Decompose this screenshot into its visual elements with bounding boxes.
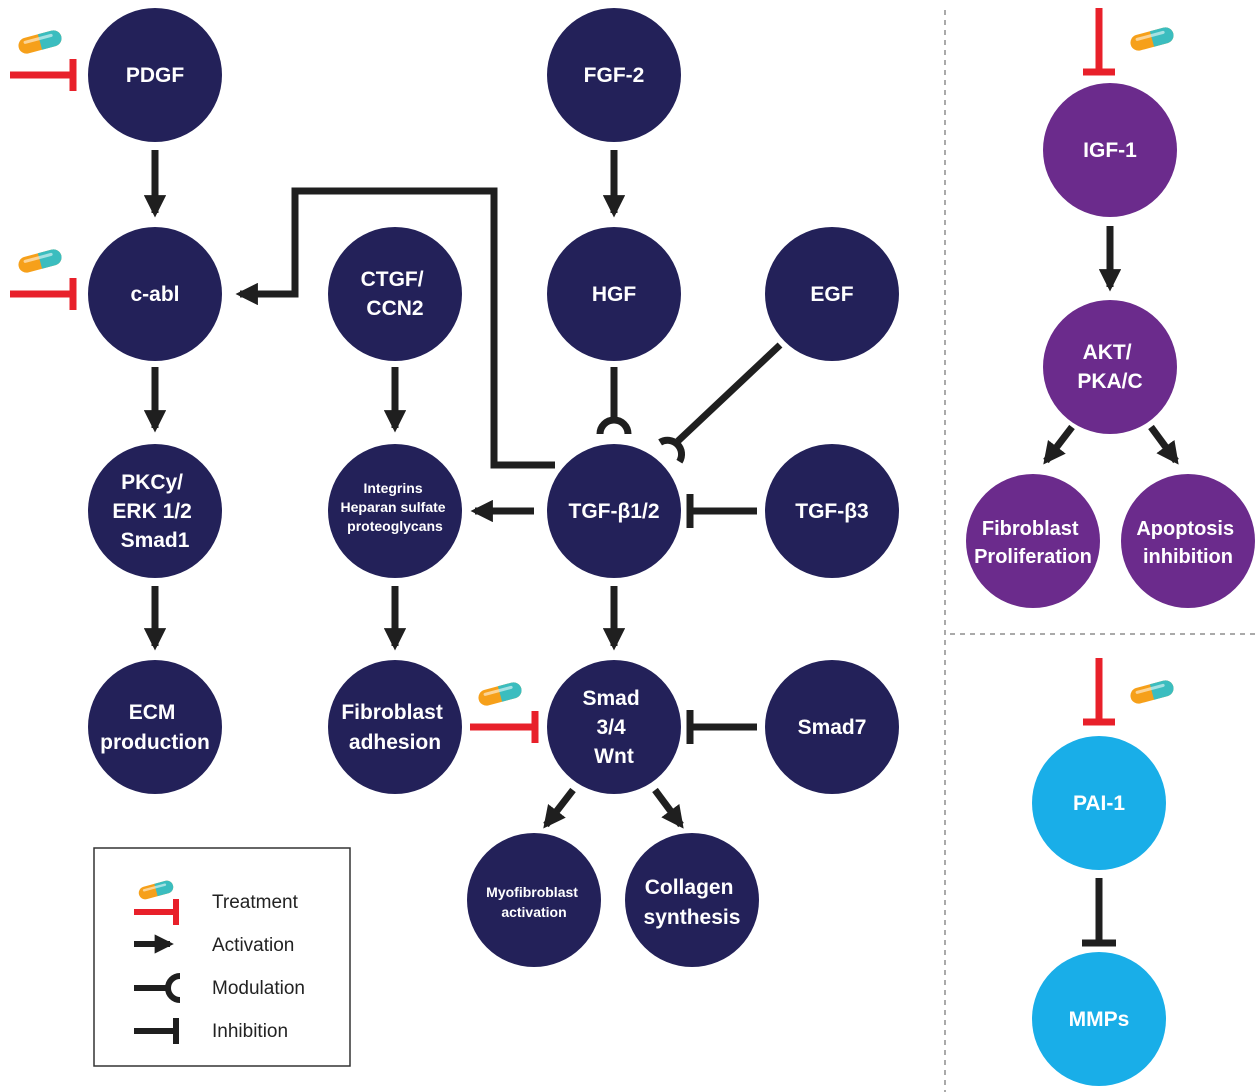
legend: Treatment Activation Modulation Inhibiti… xyxy=(93,847,351,1067)
node-myofibroblast-activation: Myofibroblast activation xyxy=(467,833,601,967)
svg-text:TGF-β3: TGF-β3 xyxy=(795,500,868,523)
legend-activation-label: Activation xyxy=(212,935,294,956)
node-tgfb12: TGF-β1/2 xyxy=(547,444,681,578)
activation-arrow xyxy=(543,787,576,829)
svg-text:PAI-1: PAI-1 xyxy=(1073,792,1125,815)
activation-arrow xyxy=(235,187,555,469)
modulation-cup xyxy=(596,416,632,435)
node-mmps: MMPs xyxy=(1032,952,1166,1086)
svg-text:Myofibroblast activation: Myofibroblast activation xyxy=(486,884,582,920)
node-fibroblast-adhesion: Fibroblast adhesion xyxy=(328,660,462,794)
node-pai1: PAI-1 xyxy=(1032,736,1166,870)
node-smad7: Smad7 xyxy=(765,660,899,794)
pill-icon xyxy=(476,680,524,708)
svg-text:CTGF/ CCN2: CTGF/ CCN2 xyxy=(361,268,430,320)
svg-text:Smad 3/4 Wnt: Smad 3/4 Wnt xyxy=(582,687,645,768)
svg-text:FGF-2: FGF-2 xyxy=(584,64,645,87)
svg-text:MMPs: MMPs xyxy=(1069,1008,1130,1031)
svg-text:Smad7: Smad7 xyxy=(798,716,867,739)
legend-modulation-label: Modulation xyxy=(212,978,305,999)
node-hgf: HGF xyxy=(547,227,681,361)
node-pdgf: PDGF xyxy=(88,8,222,142)
node-tgfb3: TGF-β3 xyxy=(765,444,899,578)
node-ecm-production: ECM production xyxy=(88,660,222,794)
svg-text:Collagen synthesis: Collagen synthesis xyxy=(644,876,741,929)
pill-icon xyxy=(16,247,64,275)
activation-arrow xyxy=(652,787,684,829)
svg-text:HGF: HGF xyxy=(592,283,637,306)
node-collagen-synthesis: Collagen synthesis xyxy=(625,833,759,967)
node-igf1: IGF-1 xyxy=(1043,83,1177,217)
svg-text:Fibroblast adhesion: Fibroblast adhesion xyxy=(341,701,448,754)
node-fibroblast-proliferation: Fibroblast Proliferation xyxy=(966,474,1100,608)
node-fgf2: FGF-2 xyxy=(547,8,681,142)
svg-text:AKT/ PKA/C: AKT/ PKA/C xyxy=(1077,341,1142,393)
svg-text:c-abl: c-abl xyxy=(130,283,179,306)
node-smad34-wnt: Smad 3/4 Wnt xyxy=(547,660,681,794)
svg-text:PDGF: PDGF xyxy=(126,64,185,87)
node-akt-pka-c: AKT/ PKA/C xyxy=(1043,300,1177,434)
node-ctgf-ccn2: CTGF/ CCN2 xyxy=(328,227,462,361)
legend-inhibition-label: Inhibition xyxy=(212,1021,288,1042)
pill-icon xyxy=(1128,25,1176,53)
svg-text:EGF: EGF xyxy=(810,283,853,306)
svg-text:Fibroblast Proliferation: Fibroblast Proliferation xyxy=(974,518,1092,568)
legend-treatment-label: Treatment xyxy=(212,892,299,913)
modulation-cup xyxy=(658,436,686,464)
legend-modulation-cup xyxy=(165,973,181,1003)
pill-icon xyxy=(16,28,64,56)
svg-text:Apoptosis inhibition: Apoptosis inhibition xyxy=(1136,518,1239,568)
svg-text:PKCy/ ERK 1/2 Smad: PKCy/ ERK 1/2 Smad1 xyxy=(112,471,197,552)
node-egf: EGF xyxy=(765,227,899,361)
svg-text:Integrins Heparan sulfat: Integrins Heparan sulfate proteoglycans xyxy=(341,480,450,534)
node-integrins: Integrins Heparan sulfate proteoglycans xyxy=(328,444,462,578)
activation-arrow xyxy=(1148,424,1179,465)
node-pkc-erk-smad1: PKCy/ ERK 1/2 Smad1 xyxy=(88,444,222,578)
node-apoptosis-inhibition: Apoptosis inhibition xyxy=(1121,474,1255,608)
activation-arrow xyxy=(1043,424,1075,465)
pill-icon xyxy=(1128,678,1176,706)
modulation-connector xyxy=(675,342,783,444)
svg-text:ECM production: ECM production xyxy=(100,701,210,754)
svg-text:IGF-1: IGF-1 xyxy=(1083,139,1137,162)
svg-text:TGF-β1/2: TGF-β1/2 xyxy=(569,500,660,523)
node-cabl: c-abl xyxy=(88,227,222,361)
